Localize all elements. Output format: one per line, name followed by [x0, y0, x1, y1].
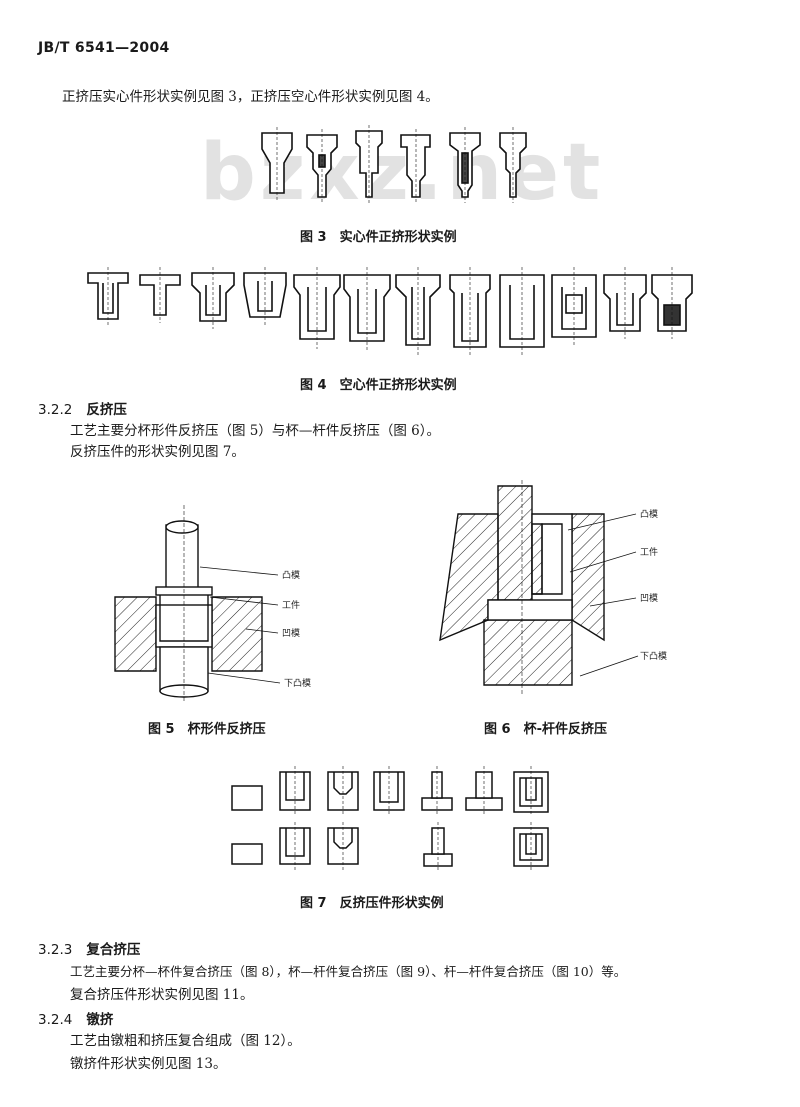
section-3-2-2-heading: 3.2.2 反挤压 — [38, 398, 127, 418]
figure-3-drawing — [261, 125, 527, 203]
fig5-label-workpiece: 工件 — [282, 599, 300, 611]
section-number: 3.2.2 — [38, 402, 73, 418]
section-title: 复合挤压 — [86, 942, 141, 958]
document-number: JB/T 6541—2004 — [38, 40, 170, 56]
figure-5-drawing: 凸模 工件 凹模 下凸模 — [114, 505, 311, 701]
fig5-label-die: 凹模 — [282, 628, 300, 639]
fig5-label-lower-punch: 下凸模 — [284, 678, 311, 689]
fig6-label-die: 凹模 — [640, 593, 658, 604]
fig5-label-punch: 凸模 — [282, 570, 300, 581]
section-3-2-3-heading: 3.2.3 复合挤压 — [38, 938, 140, 958]
fig6-label-workpiece: 工件 — [640, 546, 658, 558]
section-3-2-4-paragraph-1: 工艺由镦粗和挤压复合组成（图 12）。 — [70, 1033, 301, 1049]
section-3-2-3-paragraph-2: 复合挤压件形状实例见图 11。 — [70, 987, 254, 1003]
section-3-2-3-paragraph-1: 工艺主要分杯—杯件复合挤压（图 8），杯—杆件复合挤压（图 9）、杆—杆件复合挤… — [70, 964, 627, 979]
figure-6-drawing: 凸模 工件 凹模 下凸模 — [439, 480, 667, 695]
section-number: 3.2.3 — [38, 942, 73, 958]
section-3-2-2-paragraph-1: 工艺主要分杯形件反挤压（图 5）与杯—杆件反挤压（图 6）。 — [70, 423, 441, 439]
figure-6-caption: 图 6 杯-杆件反挤压 — [484, 722, 607, 737]
section-3-2-4-paragraph-2: 镦挤件形状实例见图 13。 — [70, 1056, 227, 1072]
section-number: 3.2.4 — [38, 1012, 73, 1028]
figure-4-drawing — [87, 267, 693, 357]
fig6-label-punch: 凸模 — [640, 509, 658, 520]
figure-5-caption: 图 5 杯形件反挤压 — [148, 722, 266, 737]
figure-4-caption: 图 4 空心件正挤形状实例 — [300, 378, 457, 393]
section-3-2-4-heading: 3.2.4 镦挤 — [38, 1008, 113, 1028]
fig6-label-lower-punch: 下凸模 — [640, 651, 667, 662]
section-3-2-2-paragraph-2: 反挤压件的形状实例见图 7。 — [70, 444, 245, 460]
section-title: 镦挤 — [86, 1012, 114, 1028]
section-title: 反挤压 — [86, 402, 127, 418]
figure-7-drawing — [231, 766, 549, 872]
figure-3-caption: 图 3 实心件正挤形状实例 — [300, 230, 457, 245]
figure-7-caption: 图 7 反挤压件形状实例 — [300, 896, 444, 911]
intro-paragraph: 正挤压实心件形状实例见图 3，正挤压空心件形状实例见图 4。 — [62, 89, 439, 105]
